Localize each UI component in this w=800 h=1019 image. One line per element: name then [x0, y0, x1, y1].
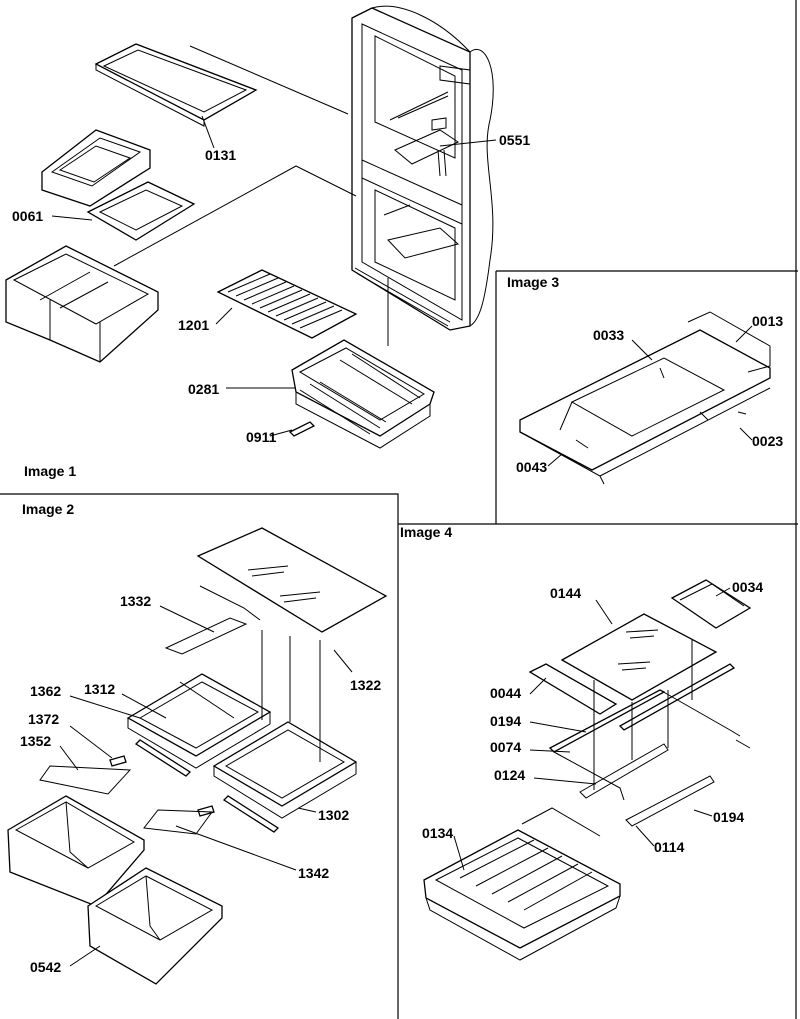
part-label-1342: 1342: [298, 865, 329, 881]
part-label-1322: 1322: [350, 677, 381, 693]
part-label-0281: 0281: [188, 381, 219, 397]
image1-drawing: [5, 5, 497, 449]
part-label-1362: 1362: [30, 683, 61, 699]
part-label-0194-lower: 0194: [713, 809, 744, 825]
part-label-1312: 1312: [84, 681, 115, 697]
part-label-0074: 0074: [490, 739, 521, 755]
part-label-0033: 0033: [593, 327, 624, 343]
part-label-0131: 0131: [205, 147, 236, 163]
crisper-0061: [41, 129, 196, 241]
part-label-0911: 0911: [246, 429, 277, 445]
part-label-0044: 0044: [490, 685, 521, 701]
part-label-0134: 0134: [422, 825, 453, 841]
image3-drawing: [519, 311, 771, 485]
image4-title: Image 4: [400, 524, 452, 540]
part-label-0551: 0551: [499, 132, 530, 148]
image2-title: Image 2: [22, 501, 74, 517]
part-label-0144: 0144: [550, 585, 581, 601]
part-label-1332: 1332: [120, 593, 151, 609]
refrigerator-cabinet: [351, 5, 494, 331]
part-label-0034: 0034: [732, 579, 763, 595]
image4-drawing: [423, 579, 752, 961]
image1-title: Image 1: [24, 463, 76, 479]
basket-0281: [291, 339, 435, 449]
image2-drawing: [7, 527, 388, 985]
part-label-0124: 0124: [494, 767, 525, 783]
part-label-1201: 1201: [178, 317, 209, 333]
crisper-pair: [5, 245, 159, 363]
part-label-0043: 0043: [516, 459, 547, 475]
part-label-0023: 0023: [752, 433, 783, 449]
part-label-0013: 0013: [752, 313, 783, 329]
part-label-1372: 1372: [28, 711, 59, 727]
part-label-0194-upper: 0194: [490, 713, 521, 729]
part-label-0542: 0542: [30, 959, 61, 975]
part-label-0114: 0114: [654, 839, 685, 855]
shelf-0131: [94, 43, 258, 127]
part-label-1352: 1352: [20, 733, 51, 749]
wire-shelf-1201: [216, 269, 358, 339]
bracket-0911: [288, 421, 316, 437]
part-label-1302: 1302: [318, 807, 349, 823]
image3-title: Image 3: [507, 274, 559, 290]
part-label-0061: 0061: [12, 208, 43, 224]
